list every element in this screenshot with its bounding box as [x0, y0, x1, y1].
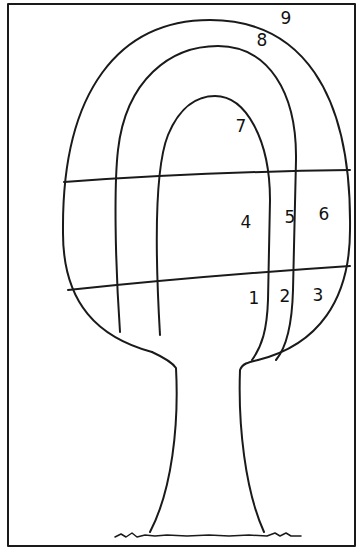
callout-number: 2	[280, 288, 291, 305]
callout-number: 7	[236, 118, 247, 135]
callout-number: 4	[241, 214, 252, 231]
lower-divider	[68, 266, 350, 290]
canopy-inner-arc	[157, 96, 270, 360]
trunk-right	[240, 360, 264, 532]
frame	[8, 4, 355, 546]
callout-number: 8	[257, 32, 268, 49]
trunk-left	[150, 352, 177, 532]
callout-number: 1	[249, 290, 260, 307]
callout-number: 6	[319, 206, 330, 223]
canopy-middle-arc	[116, 46, 296, 360]
upper-divider	[64, 170, 350, 182]
callout-number: 3	[313, 287, 324, 304]
canopy-outline	[63, 20, 350, 360]
callout-number: 5	[285, 209, 296, 226]
ground	[115, 533, 301, 537]
callout-number: 9	[281, 10, 292, 27]
